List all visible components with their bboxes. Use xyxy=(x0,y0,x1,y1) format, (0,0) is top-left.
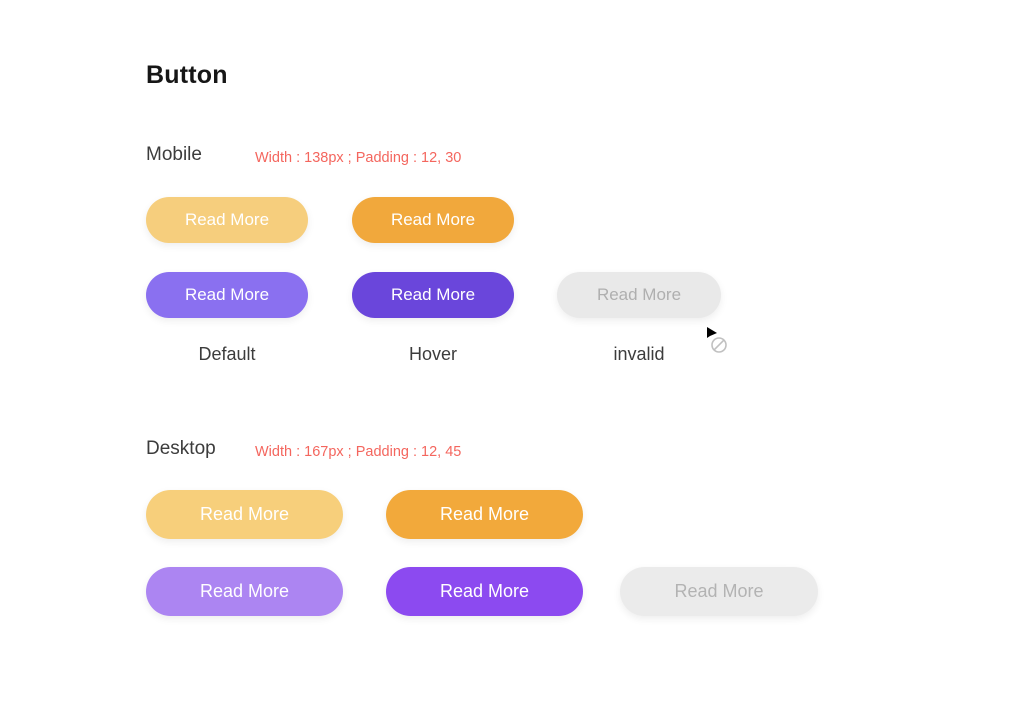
mobile-read-more-button-invalid[interactable]: Read More xyxy=(557,272,721,318)
desktop-read-more-button-hover-purple[interactable]: Read More xyxy=(386,567,583,616)
state-label-hover: Hover xyxy=(408,344,457,364)
desktop-read-more-button-invalid[interactable]: Read More xyxy=(620,567,818,616)
desktop-section-label: Desktop xyxy=(146,438,216,459)
state-label-invalid: invalid xyxy=(613,344,665,364)
mobile-spec-annotation: Width : 138px ; Padding : 12, 30 xyxy=(255,150,462,166)
not-allowed-cursor-icon xyxy=(704,326,730,356)
state-label-default: Default xyxy=(198,344,256,364)
desktop-read-more-button-hover-yellow[interactable]: Read More xyxy=(386,490,583,539)
desktop-spec-annotation: Width : 167px ; Padding : 12, 45 xyxy=(255,444,462,460)
mobile-section-label: Mobile xyxy=(146,144,202,165)
mobile-read-more-button-hover-yellow[interactable]: Read More xyxy=(352,197,514,243)
page-title: Button xyxy=(146,61,228,89)
desktop-read-more-button-default-purple[interactable]: Read More xyxy=(146,567,343,616)
desktop-read-more-button-default-yellow[interactable]: Read More xyxy=(146,490,343,539)
mobile-read-more-button-hover-purple[interactable]: Read More xyxy=(352,272,514,318)
mobile-read-more-button-default-yellow[interactable]: Read More xyxy=(146,197,308,243)
mobile-read-more-button-default-purple[interactable]: Read More xyxy=(146,272,308,318)
